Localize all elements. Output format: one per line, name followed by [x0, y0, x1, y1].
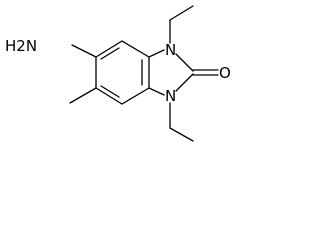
bond-c4-c5-inner — [100, 47, 120, 60]
bond-c7-c7a — [121, 87, 150, 105]
bond-c6-c7-inner — [100, 85, 120, 98]
bond-c6-methyl — [69, 87, 97, 104]
bond-n1-c2 — [175, 53, 194, 72]
bond-c2-n3 — [175, 73, 194, 92]
bond-n3-c7a — [148, 87, 165, 96]
bond-bottom-ethyl-ch3 — [169, 127, 194, 142]
amine-label: H2N — [5, 37, 37, 55]
imidazolone-ring — [148, 49, 219, 96]
chemical-structure-diagram: H2N N N O — [5, 5, 231, 142]
bond-c4-c5 — [95, 40, 123, 58]
nitrogen-top-label: N — [165, 41, 176, 59]
bond-top-ethyl-ch3 — [169, 5, 194, 21]
nitrogen-bottom-label: N — [165, 87, 176, 105]
benzene-ring — [95, 40, 150, 105]
oxygen-label: O — [219, 64, 231, 82]
bond-c6-c7 — [95, 87, 123, 105]
structure-canvas: H2N N N O — [5, 5, 231, 142]
substituents — [69, 5, 194, 142]
atom-labels: H2N N N O — [5, 37, 231, 105]
bond-c3a-n1 — [148, 49, 165, 58]
bond-c3a-c4 — [121, 40, 150, 58]
bond-c5-nh2 — [71, 44, 97, 58]
